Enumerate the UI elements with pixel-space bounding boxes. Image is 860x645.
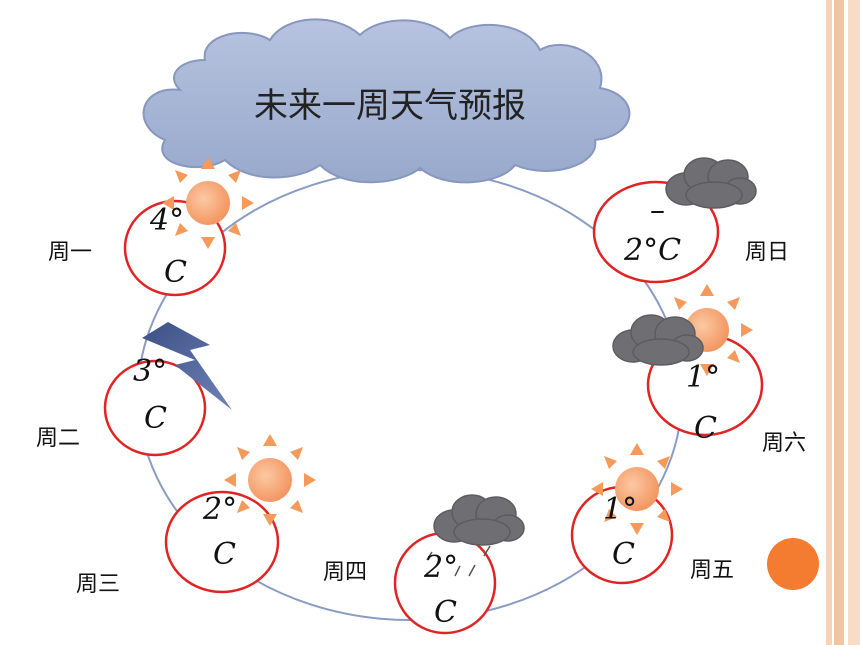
temp-fri-unit: C — [612, 537, 635, 572]
temp-wed-unit: C — [213, 537, 236, 572]
day-label-mon: 周一 — [48, 240, 93, 265]
side-bar-mid — [834, 0, 844, 645]
temp-sun: 2°C — [624, 233, 682, 268]
temp-sun-dash: – — [650, 193, 665, 228]
page-title: 未来一周天气预报 — [254, 86, 526, 126]
cloud-icon — [665, 157, 757, 209]
temp-fri: 1° — [603, 492, 638, 527]
day-label-wed: 周三 — [76, 572, 121, 597]
day-label-fri: 周五 — [690, 558, 735, 583]
side-bar-left — [826, 0, 832, 645]
temp-tue: 3° — [133, 354, 168, 389]
day-label-sat: 周六 — [762, 431, 807, 456]
day-label-sun: 周日 — [745, 240, 790, 265]
temp-mon: 4° — [150, 203, 185, 238]
side-bar-right — [848, 0, 860, 645]
temp-thu-unit: C — [434, 595, 457, 630]
lightning-icon — [142, 322, 232, 410]
day-circle-wed — [164, 490, 280, 594]
accent-dot — [767, 538, 819, 590]
temp-wed: 2° — [203, 492, 238, 527]
day-label-tue: 周二 — [36, 426, 81, 451]
temp-tue-unit: C — [144, 401, 167, 436]
sunny-icon — [224, 434, 316, 526]
day-label-thu: 周四 — [323, 560, 368, 585]
day-circle-mon — [123, 199, 227, 297]
temp-sat: 1° — [686, 360, 721, 395]
day-circle-sun — [592, 180, 720, 284]
temp-thu: 2° — [424, 550, 459, 585]
day-circle-tue — [103, 359, 207, 457]
temp-mon-unit: C — [164, 255, 187, 290]
rain-cloud-icon — [426, 494, 525, 577]
temp-sat-unit: C — [694, 411, 717, 446]
cloud-icon — [612, 314, 704, 366]
title-cloud — [142, 18, 631, 184]
